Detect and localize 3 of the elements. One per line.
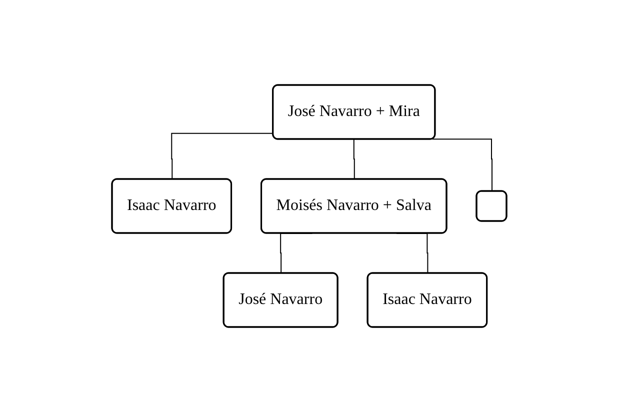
connector <box>432 138 493 192</box>
connector <box>171 132 274 180</box>
connector <box>354 139 356 180</box>
